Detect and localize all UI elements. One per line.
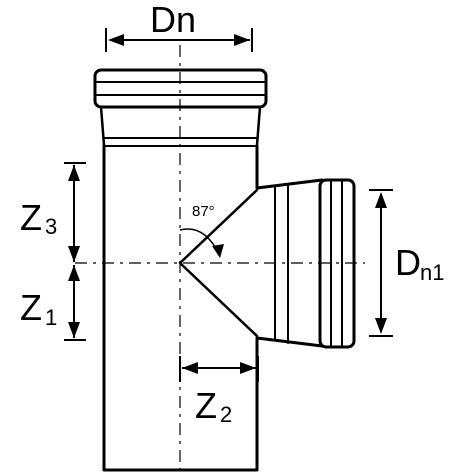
dn1-arrow-top: [375, 192, 387, 208]
angle-arrow: [212, 244, 224, 258]
z2-label: Z: [195, 385, 217, 426]
z1-arrow-bottom: [68, 322, 80, 338]
z3-arrow-bottom: [68, 246, 80, 262]
dn-arrow-left: [108, 34, 124, 46]
z1-subscript: 1: [45, 305, 57, 330]
z2-arrow-right: [240, 362, 256, 374]
branch-body: [255, 178, 324, 348]
angle-label: 87°: [192, 203, 215, 220]
dn-arrow-right: [234, 34, 250, 46]
dn1-arrow-bottom: [375, 318, 387, 334]
z3-subscript: 3: [45, 214, 57, 239]
main-pipe-body: [102, 144, 259, 472]
z3-label: Z: [20, 197, 42, 238]
z2-subscript: 2: [220, 402, 232, 427]
z2-arrow-left: [182, 362, 198, 374]
z1-label: Z: [20, 287, 42, 328]
dn-label: Dn: [150, 0, 196, 40]
dn1-subscript: n1: [420, 260, 444, 285]
z1-arrow-top: [68, 265, 80, 281]
z3-arrow-top: [68, 165, 80, 181]
dn1-label: D: [395, 242, 421, 283]
